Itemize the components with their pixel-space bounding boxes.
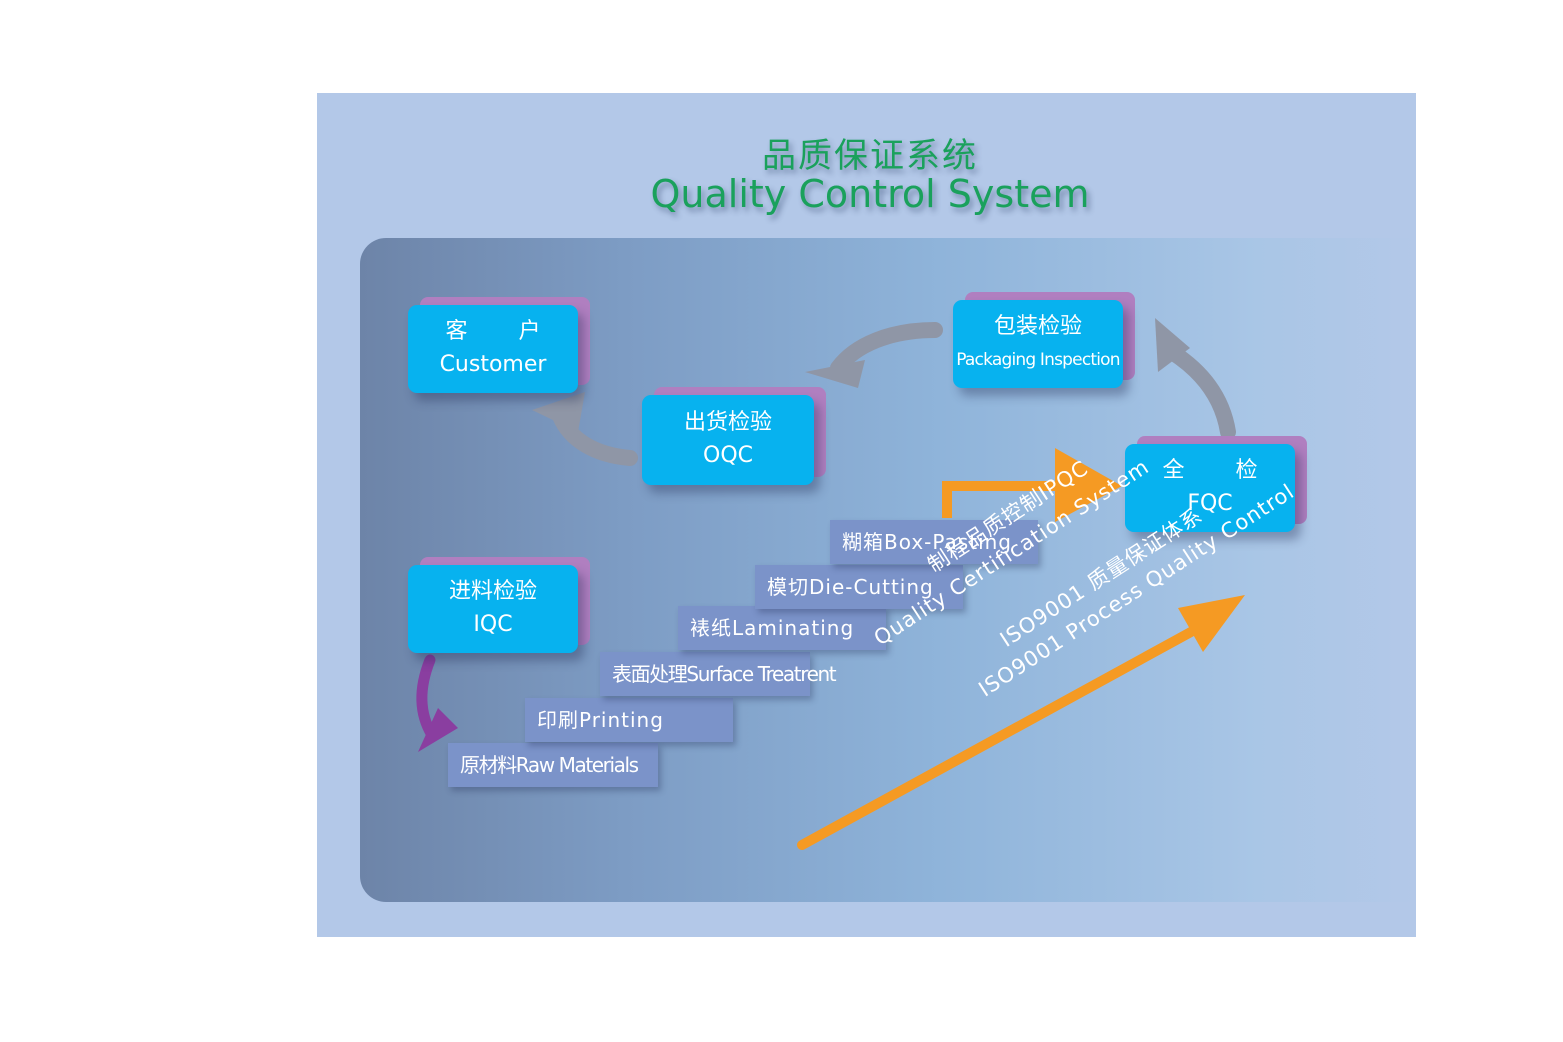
step-die-cutting: 模切Die-Cutting xyxy=(755,565,963,609)
step-printing: 印刷Printing xyxy=(525,698,733,742)
customer-label-cn: 客 户 xyxy=(445,319,563,344)
iqc-label-en: IQC xyxy=(473,612,513,637)
title-english: Quality Control System xyxy=(650,172,1090,216)
step-surface-treatment: 表面处理Surface Treatrent xyxy=(600,652,837,696)
oqc-box-face: 出货检验 OQC xyxy=(642,395,814,485)
arrow-iqc-to-raw-materials xyxy=(416,654,458,752)
arrow-box-pasting-to-fqc xyxy=(942,448,1122,522)
oqc-box: 出货检验 OQC xyxy=(642,387,826,485)
arrow-oqc-to-customer xyxy=(532,392,638,466)
oqc-label-en: OQC xyxy=(703,443,753,468)
customer-label-en: Customer xyxy=(439,352,547,377)
step-laminating: 裱纸Laminating xyxy=(678,606,886,650)
fqc-label-en: FQC xyxy=(1187,491,1233,516)
arrow-quality-diagonal xyxy=(797,595,1245,850)
packaging-box: 包装检验 Packaging Inspection xyxy=(953,292,1135,388)
arrow-packaging-to-oqc xyxy=(805,322,943,388)
fqc-label-cn: 全 检 xyxy=(1162,458,1280,483)
iqc-label-cn: 进料检验 xyxy=(448,579,537,604)
packaging-label-en: Packaging Inspection xyxy=(956,350,1120,370)
fqc-box-face: 全 检 FQC xyxy=(1125,444,1295,532)
oqc-label-cn: 出货检验 xyxy=(683,410,772,435)
packaging-label-cn: 包装检验 xyxy=(993,314,1082,339)
step-raw-materials: 原材料Raw Materials xyxy=(448,743,658,787)
packaging-box-face: 包装检验 Packaging Inspection xyxy=(953,300,1123,388)
customer-box-face: 客 户 Customer xyxy=(408,305,578,393)
customer-box: 客 户 Customer xyxy=(408,297,590,393)
title-chinese: 品质保证系统 xyxy=(762,136,978,176)
arrow-fqc-to-packaging xyxy=(1155,318,1236,440)
step-box-pasting: 糊箱Box-Pasting xyxy=(830,520,1038,564)
fqc-box: 全 检 FQC xyxy=(1125,436,1307,532)
iqc-box-face: 进料检验 IQC xyxy=(408,565,578,653)
iqc-box: 进料检验 IQC xyxy=(408,557,590,653)
